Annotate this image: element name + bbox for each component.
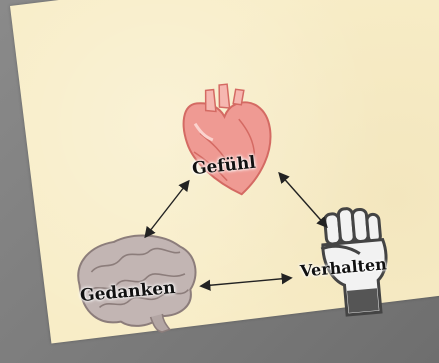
arrow-feeling-thought [146,182,188,236]
arrow-thought-behavior [202,278,290,286]
arrow-feeling-behavior [280,174,326,226]
heart-icon [180,80,277,199]
